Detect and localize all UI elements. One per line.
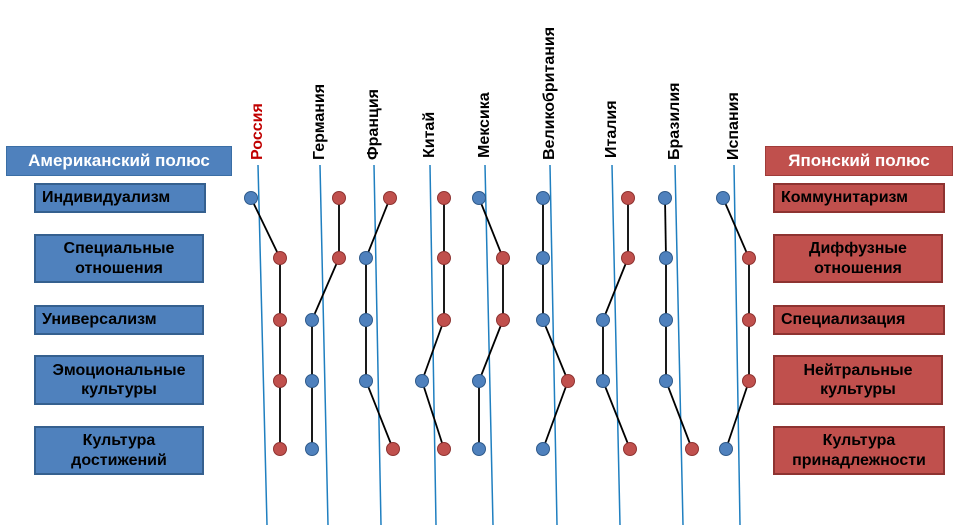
american-pole-dot (359, 374, 373, 388)
japanese-pole-dot (437, 251, 451, 265)
japanese-pole-dot (561, 374, 575, 388)
american-pole-dot (415, 374, 429, 388)
left-dimension-specific-relations: Специальные отношения (34, 234, 204, 283)
japanese-pole-dot (383, 191, 397, 205)
american-pole-dot (472, 442, 486, 456)
profile-connector-line (365, 197, 391, 259)
left-dimension-individualism: Индивидуализм (34, 183, 206, 213)
right-dimension-belonging-culture: Культура принадлежности (773, 426, 945, 475)
right-dimension-communitarianism: Коммунитаризм (773, 183, 945, 213)
japanese-pole-dot (437, 313, 451, 327)
american-pole-dot (359, 251, 373, 265)
right-dimension-neutral-cultures: Нейтральные культуры (773, 355, 943, 405)
american-pole-dot (659, 313, 673, 327)
country-axis-line (674, 164, 684, 525)
american-pole-dot (472, 374, 486, 388)
right-dimension-specialization: Специализация (773, 305, 945, 335)
american-pole-title: Американский полюс (6, 146, 232, 176)
profile-connector-line (250, 197, 281, 259)
country-axis-line (611, 164, 621, 525)
japanese-pole-title: Японский полюс (765, 146, 953, 176)
japanese-pole-dot (496, 313, 510, 327)
japanese-pole-dot (621, 251, 635, 265)
profile-connector-line (478, 319, 504, 382)
profile-connector-line (421, 319, 445, 382)
japanese-pole-dot (437, 191, 451, 205)
profile-connector-line (542, 319, 569, 382)
country-axis-line (733, 164, 741, 525)
profile-connector-line (722, 197, 750, 259)
american-pole-dot (596, 313, 610, 327)
american-pole-dot (719, 442, 733, 456)
american-pole-dot (472, 191, 486, 205)
profile-connector-line (478, 197, 504, 259)
profile-connector-line (602, 257, 629, 321)
profile-connector-line (664, 197, 667, 259)
country-axis-line (429, 164, 437, 525)
japanese-pole-dot (273, 251, 287, 265)
american-pole-dot (659, 251, 673, 265)
profile-connector-line (542, 380, 569, 450)
american-pole-dot (305, 442, 319, 456)
japanese-pole-dot (623, 442, 637, 456)
japanese-pole-dot (273, 313, 287, 327)
japanese-pole-dot (273, 442, 287, 456)
american-pole-dot (658, 191, 672, 205)
american-pole-dot (305, 374, 319, 388)
country-axis-line (373, 164, 382, 525)
profile-connector-line (725, 380, 750, 450)
japanese-pole-dot (742, 313, 756, 327)
american-pole-dot (536, 191, 550, 205)
american-pole-dot (359, 313, 373, 327)
left-dimension-universalism: Универсализм (34, 305, 204, 335)
american-pole-dot (536, 313, 550, 327)
japanese-pole-dot (496, 251, 510, 265)
american-pole-dot (536, 251, 550, 265)
american-pole-dot (244, 191, 258, 205)
right-dimension-diffuse-relations: Диффузные отношения (773, 234, 943, 283)
left-dimension-achievement-culture: Культура достижений (34, 426, 204, 475)
japanese-pole-dot (273, 374, 287, 388)
profile-connector-line (365, 380, 394, 450)
japanese-pole-dot (621, 191, 635, 205)
country-axis-line (319, 164, 329, 525)
profile-connector-line (421, 380, 445, 450)
american-pole-dot (305, 313, 319, 327)
japanese-pole-dot (332, 191, 346, 205)
profile-connector-line (311, 257, 340, 321)
left-dimension-emotional-cultures: Эмоциональные культуры (34, 355, 204, 405)
japanese-pole-dot (742, 374, 756, 388)
japanese-pole-dot (332, 251, 346, 265)
japanese-pole-dot (742, 251, 756, 265)
profile-connector-line (665, 380, 693, 450)
american-pole-dot (716, 191, 730, 205)
japanese-pole-dot (685, 442, 699, 456)
american-pole-dot (536, 442, 550, 456)
profile-connector-line (602, 380, 631, 450)
country-axis-line (484, 164, 494, 525)
american-pole-dot (596, 374, 610, 388)
american-pole-dot (659, 374, 673, 388)
japanese-pole-dot (437, 442, 451, 456)
japanese-pole-dot (386, 442, 400, 456)
country-axis-line (257, 164, 268, 525)
